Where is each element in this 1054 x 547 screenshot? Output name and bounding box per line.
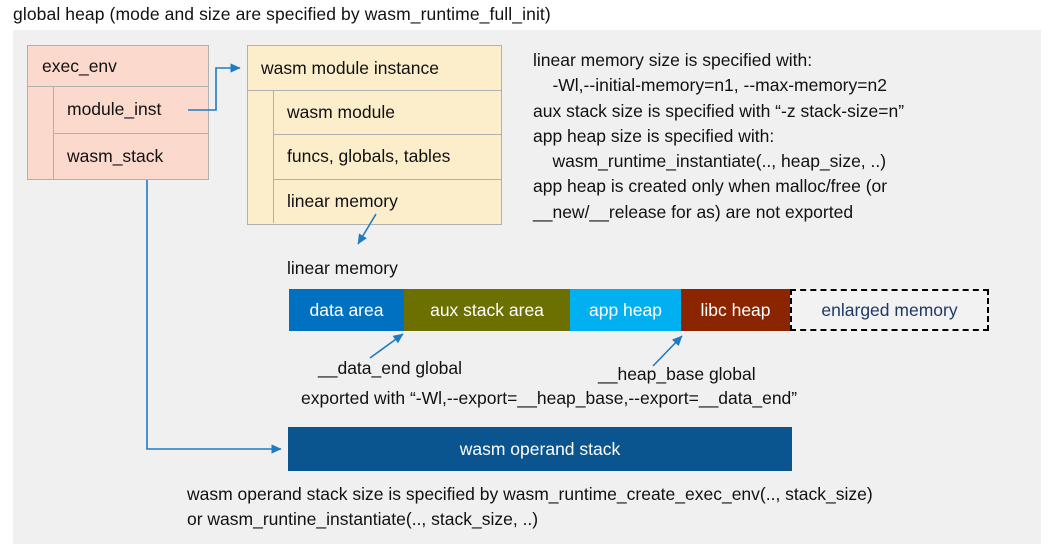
operand-stack-note: wasm operand stack size is specified by … xyxy=(187,484,873,530)
module-instance-gutter xyxy=(248,91,274,223)
exec-env-box: exec_env module_inst wasm_stack xyxy=(27,45,209,180)
page-title: global heap (mode and size are specified… xyxy=(13,4,551,24)
wasm-module-instance-box: wasm module instance wasm module funcs, … xyxy=(247,45,502,225)
linear-memory-bar-label: linear memory xyxy=(287,258,398,278)
module-instance-rows: wasm module funcs, globals, tables linea… xyxy=(274,91,501,223)
exec-env-gutter xyxy=(28,87,54,179)
exec-env-body: module_inst wasm_stack xyxy=(28,87,208,179)
exec-env-row-module-inst: module_inst xyxy=(54,87,208,134)
linear-memory-segment-aux-stack-area: aux stack area xyxy=(404,289,570,331)
linear-memory-segment-app-heap: app heap xyxy=(570,289,681,331)
module-instance-header: wasm module instance xyxy=(248,46,501,91)
linear-memory-segment-enlarged-memory: enlarged memory xyxy=(790,289,989,331)
wasm-operand-stack-bar: wasm operand stack xyxy=(288,427,792,471)
module-instance-row-linear-memory: linear memory xyxy=(287,190,398,211)
module-instance-row-funcs-globals-tables: funcs, globals, tables xyxy=(274,135,501,180)
exec-env-rows: module_inst wasm_stack xyxy=(54,87,208,179)
linear-memory-note: linear memory size is specified with: -W… xyxy=(533,50,905,222)
exec-env-header: exec_env xyxy=(28,46,208,87)
annotation-data-end: __data_end global xyxy=(318,358,463,378)
module-instance-body: wasm module funcs, globals, tables linea… xyxy=(248,91,501,223)
linear-memory-segment-data-area: data area xyxy=(289,289,404,331)
module-instance-row-wasm-module: wasm module xyxy=(274,91,501,136)
exec-env-row-wasm-stack: wasm_stack xyxy=(67,145,164,166)
annotation-heap-base: __heap_base global xyxy=(598,364,756,384)
linear-memory-segment-libc-heap: libc heap xyxy=(681,289,790,331)
annotation-exported-with: exported with “-Wl,--export=__heap_base,… xyxy=(301,388,798,408)
